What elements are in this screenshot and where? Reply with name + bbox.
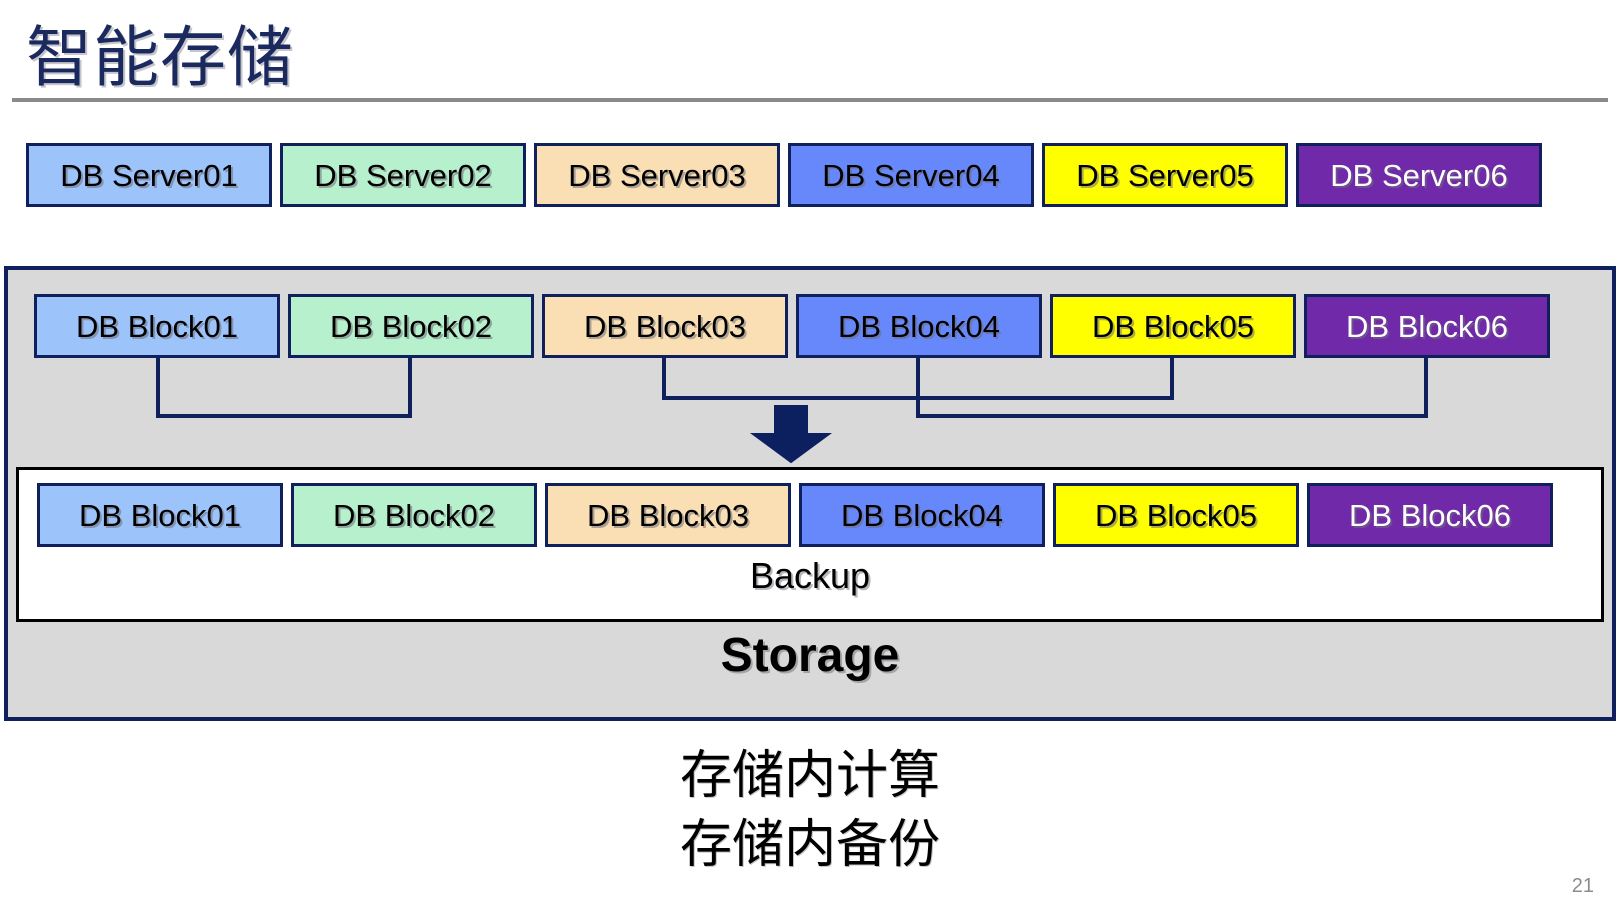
- db-server-box-4[interactable]: DB Server04: [788, 143, 1034, 207]
- db-block-box-5[interactable]: DB Block05: [1050, 294, 1296, 358]
- backup-label: Backup: [749, 555, 871, 596]
- backup-db-block-box-4[interactable]: DB Block04: [799, 483, 1045, 547]
- title-divider: [12, 98, 1608, 102]
- db-block-box-label: DB Block01: [76, 308, 238, 344]
- db-server-box-1[interactable]: DB Server01: [26, 143, 272, 207]
- group-block04-block06: [916, 358, 1428, 418]
- down-arrow: [749, 405, 833, 464]
- caption-line-2: 存储内备份: [679, 816, 940, 875]
- db-block-box-2[interactable]: DB Block02: [288, 294, 534, 358]
- db-block-box-label: DB Block04: [838, 308, 1000, 344]
- backup-db-block-box-label: DB Block03: [587, 497, 749, 533]
- db-block-box-3[interactable]: DB Block03: [542, 294, 788, 358]
- db-server-box-5[interactable]: DB Server05: [1042, 143, 1288, 207]
- live-db-block-row: DB Block01 DB Block02 DB Block03 DB Block04…: [8, 294, 1612, 358]
- db-server-box-label: DB Server06: [1330, 157, 1508, 193]
- backup-db-block-box-label: DB Block04: [841, 497, 1003, 533]
- page-title: 智能存储: [26, 20, 294, 94]
- backup-panel: DB Block01 DB Block02 DB Block03 DB Block04…: [16, 467, 1604, 622]
- db-server-box-label: DB Server04: [822, 157, 1000, 193]
- page-number: 21: [1571, 875, 1594, 897]
- db-server-box-label: DB Server03: [568, 157, 746, 193]
- db-block-box-label: DB Block03: [584, 308, 746, 344]
- db-block-box-label: DB Block06: [1346, 308, 1508, 344]
- db-server-box-2[interactable]: DB Server02: [280, 143, 526, 207]
- db-server-box-3[interactable]: DB Server03: [534, 143, 780, 207]
- db-server-box-6[interactable]: DB Server06: [1296, 143, 1542, 207]
- backup-db-block-box-label: DB Block05: [1095, 497, 1257, 533]
- db-block-box-1[interactable]: DB Block01: [34, 294, 280, 358]
- db-server-row: DB Server01 DB Server02 DB Server03 DB Serv…: [0, 143, 1620, 207]
- backup-db-block-box-label: DB Block06: [1349, 497, 1511, 533]
- backup-db-block-box-1[interactable]: DB Block01: [37, 483, 283, 547]
- backup-db-block-box-label: DB Block01: [79, 497, 241, 533]
- storage-container: DB Block01 DB Block02 DB Block03 DB Block04…: [4, 266, 1616, 721]
- slide-caption: 存储内计算存储内备份: [0, 742, 1620, 880]
- backup-db-block-row: DB Block01 DB Block02 DB Block03 DB Block04…: [11, 483, 1615, 547]
- backup-db-block-box-5[interactable]: DB Block05: [1053, 483, 1299, 547]
- caption-line-1: 存储内计算: [679, 747, 940, 805]
- backup-db-block-box-6[interactable]: DB Block06: [1307, 483, 1553, 547]
- backup-db-block-box-3[interactable]: DB Block03: [545, 483, 791, 547]
- db-server-box-label: DB Server02: [314, 157, 492, 193]
- db-block-box-label: DB Block02: [330, 308, 492, 344]
- db-block-box-6[interactable]: DB Block06: [1304, 294, 1550, 358]
- db-block-box-label: DB Block05: [1092, 308, 1254, 344]
- db-block-box-4[interactable]: DB Block04: [796, 294, 1042, 358]
- db-server-box-label: DB Server01: [60, 157, 238, 193]
- db-server-box-label: DB Server05: [1076, 157, 1254, 193]
- block-connector-lines: [156, 358, 1428, 464]
- storage-label: Storage: [720, 629, 900, 682]
- group-block01-block02: [156, 358, 412, 418]
- backup-db-block-box-label: DB Block02: [333, 497, 495, 533]
- backup-db-block-box-2[interactable]: DB Block02: [291, 483, 537, 547]
